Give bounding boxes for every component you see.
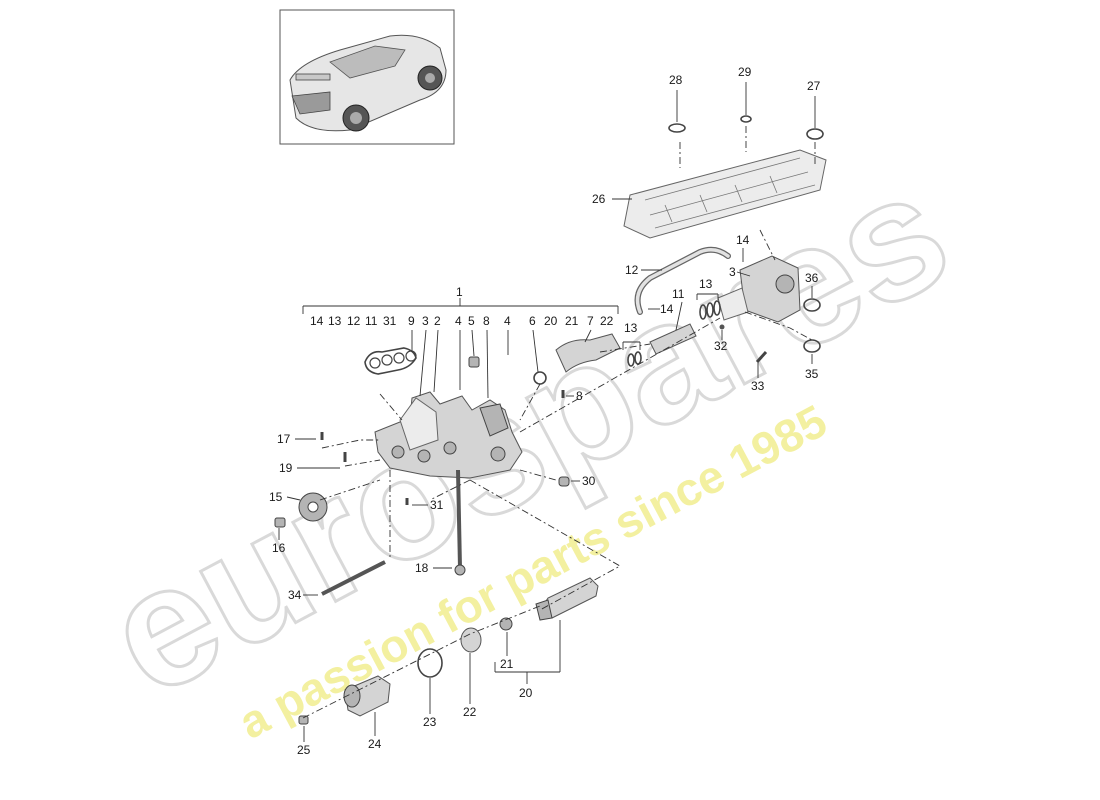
group-1-members: 14 13 12 11 31 9 3 2 4 5 8 4 6 20 21 7 2… [310, 314, 614, 328]
watermark: eurospares a passion for parts since 198… [77, 133, 978, 749]
callout-28[interactable]: 28 [669, 73, 683, 87]
callout-3[interactable]: 3 [729, 265, 736, 279]
callout-30[interactable]: 30 [582, 474, 596, 488]
callout-29[interactable]: 29 [738, 65, 752, 79]
callout-group-20[interactable]: 20 [544, 314, 558, 328]
callout-16[interactable]: 16 [272, 541, 286, 555]
part-9-gaskets [364, 347, 417, 375]
callout-group-9[interactable]: 9 [408, 314, 415, 328]
callout-group-3[interactable]: 3 [422, 314, 429, 328]
callout-group-14[interactable]: 14 [310, 314, 324, 328]
callout-27[interactable]: 27 [807, 79, 821, 93]
callout-12[interactable]: 12 [625, 263, 639, 277]
callout-group-7[interactable]: 7 [587, 314, 594, 328]
callout-23[interactable]: 23 [423, 715, 437, 729]
callout-22[interactable]: 22 [463, 705, 477, 719]
watermark-brand: eurospares [78, 135, 976, 733]
callout-group-11[interactable]: 11 [365, 314, 378, 328]
callout-1[interactable]: 1 [456, 285, 463, 299]
callout-33[interactable]: 33 [751, 379, 765, 393]
callout-labels: 28 29 27 26 14 12 3 36 11 13 14 13 32 33… [269, 65, 821, 757]
callout-11[interactable]: 11 [672, 287, 685, 301]
callout-13b[interactable]: 13 [624, 321, 638, 335]
callout-group-2[interactable]: 2 [434, 314, 441, 328]
callout-group-5[interactable]: 5 [468, 314, 475, 328]
callout-leaders [278, 82, 816, 742]
callout-31[interactable]: 31 [430, 498, 444, 512]
callout-17[interactable]: 17 [277, 432, 291, 446]
callout-35[interactable]: 35 [805, 367, 819, 381]
callout-20[interactable]: 20 [519, 686, 533, 700]
callout-34[interactable]: 34 [288, 588, 302, 602]
callout-group-13[interactable]: 13 [328, 314, 342, 328]
callout-25[interactable]: 25 [297, 743, 311, 757]
group-1-bracket: 1 14 13 12 11 31 9 3 2 4 5 8 4 6 20 21 7… [302, 285, 619, 399]
callout-group-22[interactable]: 22 [600, 314, 614, 328]
callout-32[interactable]: 32 [714, 339, 728, 353]
callout-26[interactable]: 26 [592, 192, 606, 206]
callout-21[interactable]: 21 [500, 657, 514, 671]
callout-group-12[interactable]: 12 [347, 314, 361, 328]
main-oil-pump-body [374, 391, 523, 479]
callout-group-21[interactable]: 21 [565, 314, 579, 328]
callout-group-4b[interactable]: 4 [504, 314, 511, 328]
callout-group-31[interactable]: 31 [383, 314, 397, 328]
callout-15[interactable]: 15 [269, 490, 283, 504]
part-3-pump [717, 255, 801, 323]
callout-group-4a[interactable]: 4 [455, 314, 462, 328]
callout-8[interactable]: 8 [576, 389, 583, 403]
callout-18[interactable]: 18 [415, 561, 429, 575]
parts [274, 115, 827, 725]
callout-19[interactable]: 19 [279, 461, 293, 475]
assembly-lines [302, 126, 816, 719]
part-24-housing [343, 675, 391, 717]
part-20-shaft [535, 577, 599, 621]
part-26-frame [623, 149, 827, 239]
callout-13a[interactable]: 13 [699, 277, 713, 291]
callout-group-6[interactable]: 6 [529, 314, 536, 328]
callout-24[interactable]: 24 [368, 737, 382, 751]
callout-36[interactable]: 36 [805, 271, 819, 285]
car-thumbnail-icon [289, 34, 447, 132]
car-thumbnail [279, 9, 455, 145]
callout-group-8[interactable]: 8 [483, 314, 490, 328]
callout-14a[interactable]: 14 [736, 233, 750, 247]
callout-14b[interactable]: 14 [660, 302, 674, 316]
